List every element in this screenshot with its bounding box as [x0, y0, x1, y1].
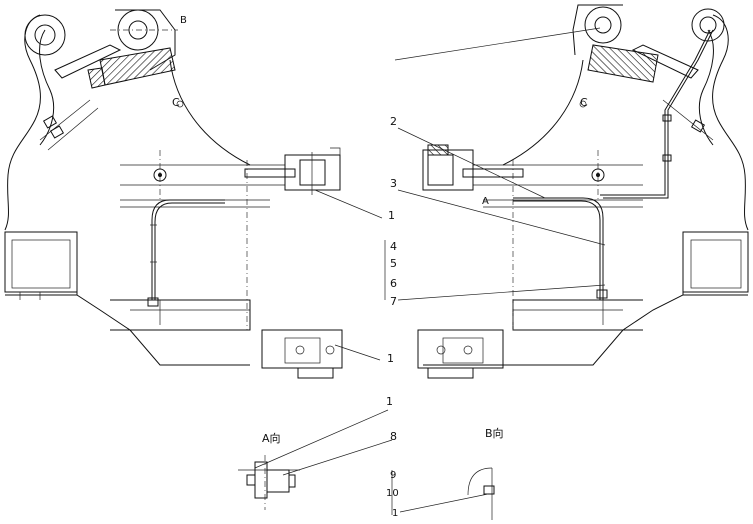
callouts: 1 1 2 3 4 5 6 7 — [314, 27, 606, 365]
callout-10: 10 — [386, 488, 399, 499]
view-a: A向 1 8 — [238, 395, 397, 510]
callout-1a: 1 — [388, 209, 395, 222]
view-b: B向 9 10 1 — [386, 426, 504, 520]
callout-4: 4 — [390, 240, 397, 253]
callout-8: 8 — [390, 430, 397, 443]
callout-5: 5 — [390, 257, 397, 270]
view-b-label: B向 — [485, 426, 504, 440]
callout-1b: 1 — [387, 352, 394, 365]
view-a-label: A向 — [262, 431, 281, 445]
callout-1d: 1 — [392, 508, 398, 519]
callout-3: 3 — [390, 177, 397, 190]
callout-9: 9 — [390, 470, 396, 481]
c-label-left: C — [172, 96, 180, 109]
right-frame — [417, 4, 749, 379]
callout-6: 6 — [390, 277, 397, 290]
b-marker-label: B — [180, 15, 187, 26]
callout-2: 2 — [390, 115, 397, 128]
a-marker-label: A — [482, 196, 489, 207]
left-frame: C — [4, 9, 343, 379]
callout-1c: 1 — [386, 395, 393, 408]
c-label-right: C — [580, 96, 588, 109]
callout-7: 7 — [390, 295, 397, 308]
